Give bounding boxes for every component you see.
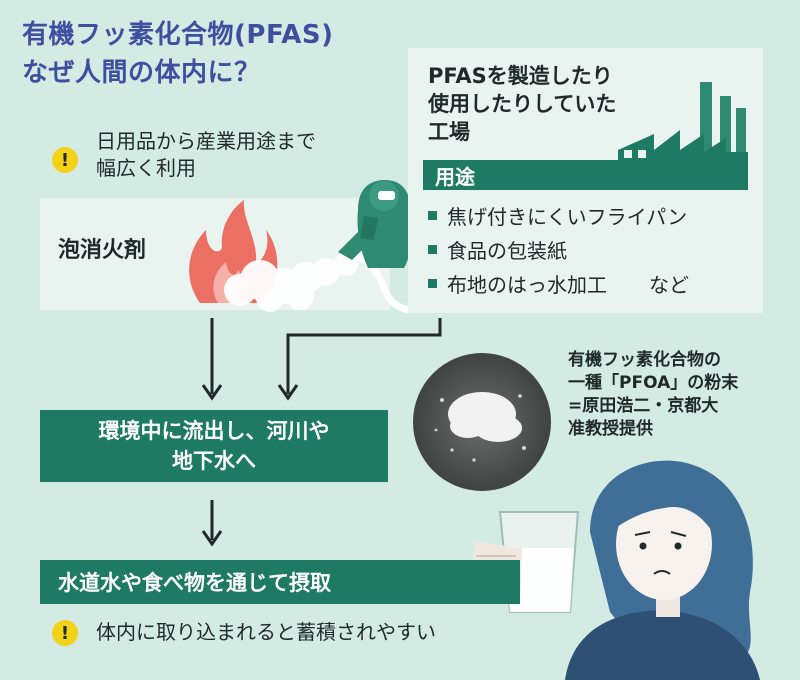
accumulation-note: 体内に取り込まれると蓄積されやすい bbox=[96, 620, 436, 644]
foam-label: 泡消火剤 bbox=[58, 238, 147, 263]
usage-note: 日用品から産業用途まで 幅広く利用 bbox=[96, 128, 316, 182]
list-item: 焦げ付きにくいフライパン bbox=[428, 198, 758, 232]
bullet-square bbox=[428, 210, 437, 220]
bullet-square bbox=[428, 278, 437, 288]
env-line-1: 環境中に流出し、河川や bbox=[98, 419, 330, 443]
factory-heading-line-3: 工場 bbox=[428, 120, 470, 144]
usage-note-line-2: 幅広く利用 bbox=[96, 156, 196, 180]
caption-line-4: 准教授提供 bbox=[568, 419, 653, 439]
factory-heading: PFASを製造したり 使用したりしていた 工場 bbox=[428, 62, 616, 146]
arrowhead bbox=[201, 384, 223, 401]
caption-line-2: 一種「PFOA」の粉末 bbox=[568, 373, 739, 393]
use-item-text: 食品の包装紙 bbox=[447, 238, 567, 263]
title-line-2: なぜ人間の体内に？ bbox=[22, 58, 261, 88]
intake-bar: 水道水や食べ物を通じて摂取 bbox=[40, 560, 520, 604]
caption-line-3: =原田浩二・京都大 bbox=[568, 396, 719, 416]
use-item-text: 焦げ付きにくいフライパン bbox=[447, 204, 688, 229]
exclamation-icon: ! bbox=[52, 147, 78, 173]
firefighter-spraying-foam-illustration bbox=[189, 180, 412, 313]
exclamation-icon: ! bbox=[52, 620, 78, 646]
arrowhead bbox=[201, 530, 223, 547]
uses-suffix: など bbox=[649, 272, 689, 297]
usage-note-line-1: 日用品から産業用途まで bbox=[96, 129, 316, 153]
powder-caption: 有機フッ素化合物の 一種「PFOA」の粉末 =原田浩二・京都大 准教授提供 bbox=[568, 349, 738, 441]
title-line-1: 有機フッ素化合物(PFAS) bbox=[22, 20, 334, 50]
factory-heading-line-1: PFASを製造したり bbox=[428, 64, 613, 88]
arrow-factory-to-env bbox=[286, 318, 442, 394]
factory-heading-line-2: 使用したりしていた bbox=[428, 92, 617, 116]
environment-flow-box: 環境中に流出し、河川や 地下水へ bbox=[40, 410, 388, 482]
list-item: 布地のはっ水加工 など bbox=[428, 266, 758, 300]
caption-line-1: 有機フッ素化合物の bbox=[568, 350, 721, 370]
use-item-text: 布地のはっ水加工 bbox=[447, 272, 607, 297]
env-line-2: 地下水へ bbox=[172, 449, 256, 473]
pfoa-powder-photo bbox=[413, 353, 551, 491]
uses-label: 用途 bbox=[423, 160, 748, 190]
uses-list: 焦げ付きにくいフライパン 食品の包装紙 布地のはっ水加工 など bbox=[428, 198, 758, 300]
factory-box: PFASを製造したり 使用したりしていた 工場 用途 焦げ付きにくいフライパン … bbox=[408, 48, 763, 313]
arrowhead bbox=[277, 384, 299, 401]
list-item: 食品の包装紙 bbox=[428, 232, 758, 266]
bullet-square bbox=[428, 244, 437, 254]
foam-extinguisher-box: 泡消火剤 bbox=[40, 180, 412, 313]
page-title: 有機フッ素化合物(PFAS) なぜ人間の体内に？ bbox=[22, 16, 333, 92]
worried-person-with-glass-illustration bbox=[473, 460, 760, 680]
